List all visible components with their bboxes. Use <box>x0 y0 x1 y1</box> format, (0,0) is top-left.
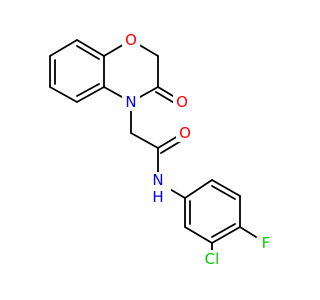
benzoxazine-benzene-ring <box>49 39 105 103</box>
lactam-oxygen-label: O <box>176 93 188 111</box>
amide-group <box>157 135 186 199</box>
ring-nitrogen-label: N <box>125 93 136 111</box>
amide-oxygen-label: O <box>179 124 191 142</box>
atom-labels: O O N O N H Cl F <box>122 31 274 268</box>
chlorofluorophenyl-ring <box>184 179 241 244</box>
amide-nitrogen-label: N <box>152 171 163 189</box>
amide-hydrogen-label: H <box>152 188 163 206</box>
fluorine-label: F <box>262 234 271 252</box>
ring-oxygen-label: O <box>125 31 137 49</box>
molecule-structure: O O N O N H Cl F <box>49 31 274 268</box>
chlorine-label: Cl <box>205 250 220 268</box>
